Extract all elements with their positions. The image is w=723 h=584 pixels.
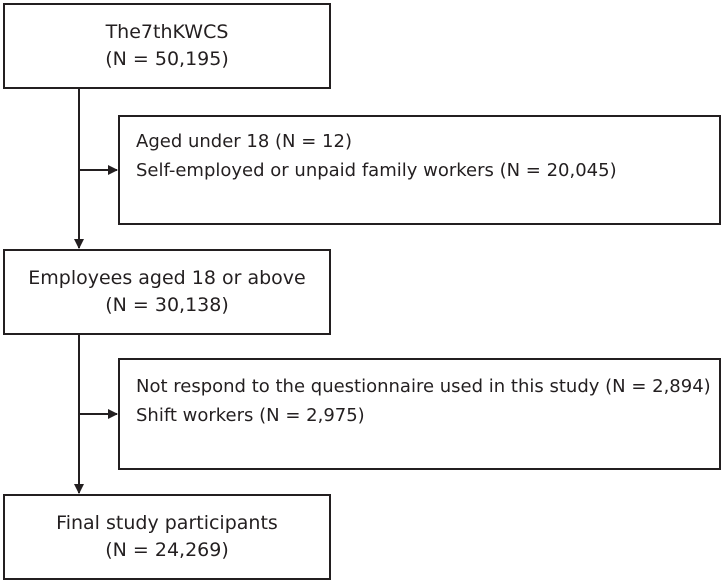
exclusion-box-1: Aged under 18 (N = 12) Self-employed or … [118, 115, 721, 225]
exclusion-1-criterion-self-employed: Self-employed or unpaid family workers (… [136, 160, 617, 181]
exclusion-1-criterion-age: Aged under 18 (N = 12) [136, 131, 352, 152]
cohort-count: (N = 50,195) [105, 48, 229, 70]
employees-title: Employees aged 18 or above [28, 267, 306, 289]
cohort-box: The7thKWCS (N = 50,195) [3, 3, 331, 89]
final-count: (N = 24,269) [105, 539, 229, 561]
exclusion-2-criterion-shift-workers: Shift workers (N = 2,975) [136, 405, 365, 426]
employees-box: Employees aged 18 or above (N = 30,138) [3, 249, 331, 335]
final-participants-box: Final study participants (N = 24,269) [3, 494, 331, 580]
final-title: Final study participants [56, 512, 278, 534]
exclusion-box-2: Not respond to the questionnaire used in… [118, 358, 721, 470]
cohort-title: The7thKWCS [105, 21, 229, 43]
employees-count: (N = 30,138) [105, 294, 229, 316]
exclusion-2-criterion-no-response: Not respond to the questionnaire used in… [136, 376, 711, 397]
